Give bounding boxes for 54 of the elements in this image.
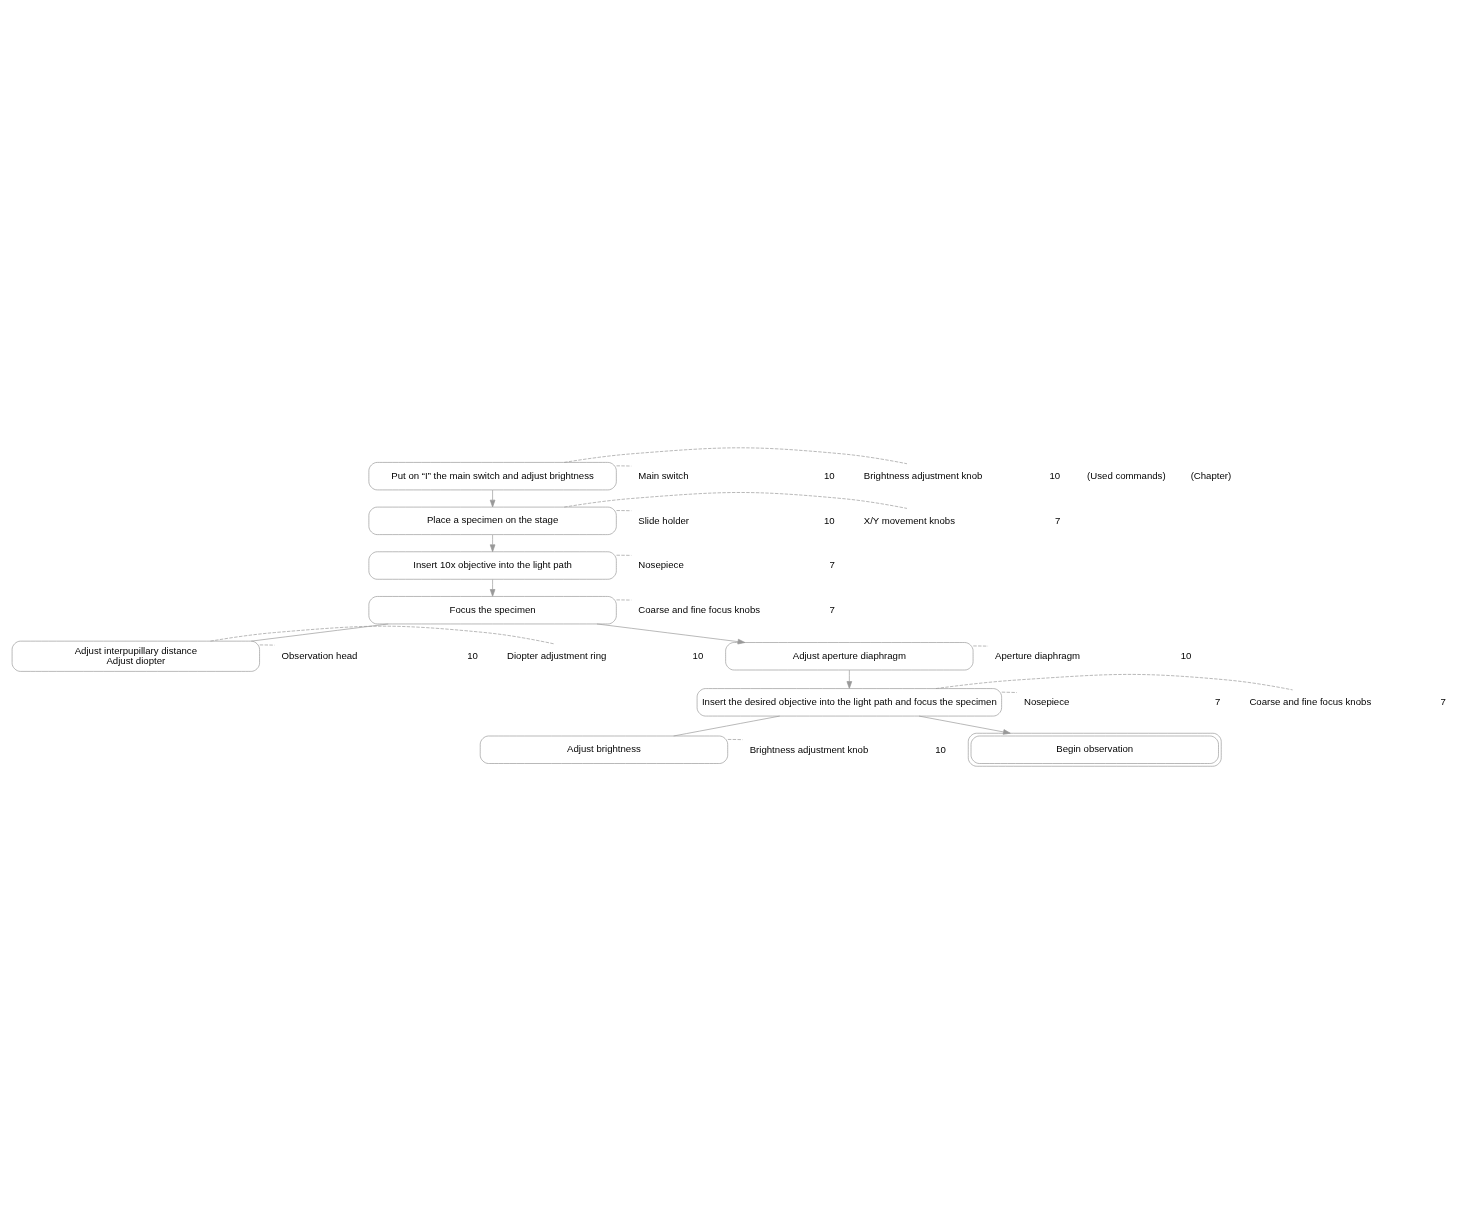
- node-box: Place a specimen on the stage: [368, 506, 617, 535]
- node-text: X/Y movement knobs: [863, 514, 955, 526]
- node-label: 10: [692, 649, 704, 661]
- node-label: 10: [1049, 469, 1061, 481]
- node-text: Observation head: [281, 649, 358, 661]
- connector: [563, 446, 908, 464]
- node-box: Put on “I” the main switch and adjust brightness: [368, 461, 617, 490]
- label: (Chapter): [1190, 469, 1232, 481]
- node-text: Coarse and fine focus knobs: [1249, 695, 1372, 707]
- arrow: [846, 669, 853, 689]
- node-label: 10: [935, 743, 946, 755]
- connector: [259, 644, 275, 645]
- node-box: Focus the specimen: [368, 595, 617, 624]
- connector: [616, 509, 632, 511]
- connector: [616, 554, 632, 556]
- connector: [972, 645, 989, 646]
- node-text: Aperture diaphragm: [995, 649, 1081, 661]
- node-label: 10: [823, 469, 835, 481]
- node-text: Diopter adjustment ring: [507, 649, 607, 661]
- arrow: [918, 715, 1011, 735]
- arrow: [489, 533, 496, 552]
- connector: [727, 738, 743, 740]
- node-box: Adjust aperture diaphragm: [725, 641, 974, 670]
- node-text: Nosepiece: [1023, 695, 1070, 707]
- arrow: [489, 578, 496, 597]
- node-box: Adjust interpupillary distance Adjust diopter: [11, 640, 260, 672]
- label: (Used commands): [1087, 469, 1166, 481]
- node-label: 10: [467, 649, 478, 661]
- node-label: 7: [829, 603, 835, 615]
- connector: [1001, 691, 1018, 693]
- arrow: [489, 489, 496, 507]
- node-text: Coarse and fine focus knobs: [638, 603, 761, 615]
- connector: [250, 623, 389, 641]
- connector: [210, 625, 555, 644]
- node-box: Insert 10x objective into the light path: [368, 550, 617, 580]
- node-label: 10: [1180, 649, 1192, 661]
- node-box: Adjust brightness: [479, 735, 729, 764]
- connector: [616, 599, 632, 600]
- node-label: 7: [829, 558, 835, 570]
- connector: [673, 715, 781, 736]
- connector: [616, 465, 632, 466]
- node-text: Main switch: [638, 469, 689, 481]
- node-text: Brightness adjustment knob: [863, 469, 983, 481]
- node-label: 10: [823, 514, 835, 526]
- connector: [935, 673, 1293, 690]
- node-text: Nosepiece: [638, 558, 684, 570]
- node-text: Brightness adjustment knob: [749, 743, 869, 755]
- node-label: 7: [1440, 695, 1446, 707]
- connector: [563, 491, 908, 509]
- arrow: [596, 623, 746, 644]
- node-label: 7: [1215, 695, 1221, 707]
- node-box: Insert the desired objective into the light path and focus the specimen: [696, 687, 1002, 716]
- node-text: Slide holder: [638, 514, 690, 526]
- node-label: 7: [1054, 514, 1061, 526]
